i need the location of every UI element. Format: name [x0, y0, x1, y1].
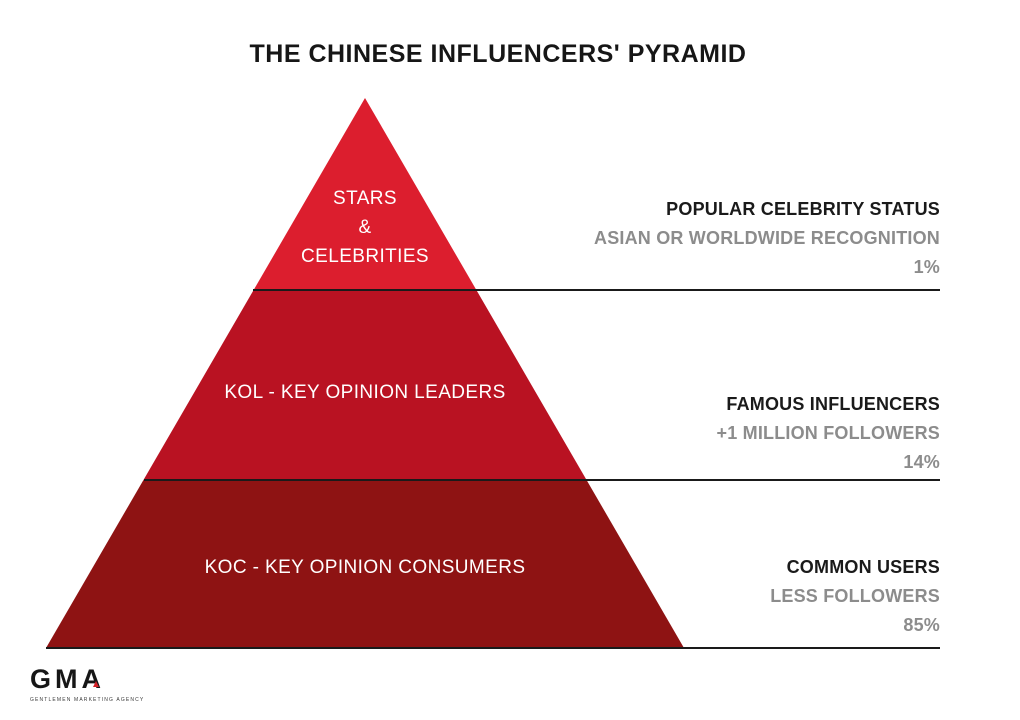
annotation-detail: LESS FOLLOWERS	[770, 586, 940, 606]
tier-divider-line-3	[46, 647, 940, 649]
annotation-share: 85%	[903, 615, 940, 635]
tier-label-stars: STARS & CELEBRITIES	[301, 188, 429, 267]
gma-logo-tagline: GENTLEMEN MARKETING AGENCY	[30, 697, 145, 703]
tier-divider-line-1	[253, 289, 940, 291]
annotation-stars: POPULAR CELEBRITY STATUS ASIAN OR WORLDW…	[594, 195, 940, 282]
annotation-heading: COMMON USERS	[786, 557, 940, 577]
gma-logo-accent-icon	[93, 681, 99, 687]
page-title: THE CHINESE INFLUENCERS' PYRAMID	[249, 40, 747, 68]
gma-logo: GMA GENTLEMEN MARKETING AGENCY	[30, 664, 145, 704]
pyramid: STARS & CELEBRITIES KOL - KEY OPINION LE…	[46, 98, 684, 648]
tier-label-koc: KOC - KEY OPINION CONSUMERS	[204, 557, 526, 578]
annotation-heading: FAMOUS INFLUENCERS	[726, 394, 940, 414]
annotation-share: 14%	[903, 452, 940, 472]
annotation-detail: ASIAN OR WORLDWIDE RECOGNITION	[594, 228, 940, 248]
annotation-kol: FAMOUS INFLUENCERS +1 MILLION FOLLOWERS …	[717, 390, 941, 477]
tier-label-kol: KOL - KEY OPINION LEADERS	[224, 382, 506, 403]
annotation-share: 1%	[913, 257, 940, 277]
pyramid-tier-koc	[46, 481, 684, 648]
annotation-heading: POPULAR CELEBRITY STATUS	[666, 199, 940, 219]
tier-divider-line-2	[144, 479, 940, 481]
annotation-koc: COMMON USERS LESS FOLLOWERS 85%	[770, 553, 940, 640]
gma-logo-text: GMA	[30, 664, 105, 694]
annotation-detail: +1 MILLION FOLLOWERS	[716, 423, 940, 443]
